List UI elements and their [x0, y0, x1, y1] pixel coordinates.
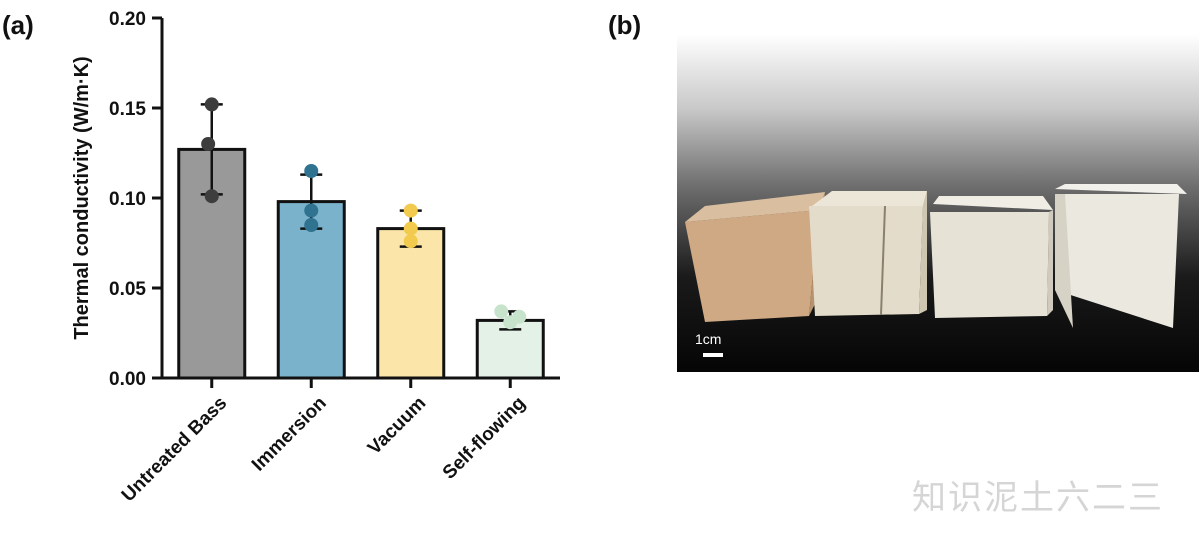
error-bars: [200, 103, 522, 331]
bar-2: [376, 227, 446, 380]
wood-blocks-illustration: [685, 184, 1187, 328]
y-tick-label: 0.15: [109, 99, 146, 120]
x-tick-label: Vacuum: [364, 393, 430, 459]
watermark-text: 知识泥土六二三: [912, 478, 1164, 518]
data-point: [304, 218, 319, 232]
scale-bar: [703, 353, 723, 357]
y-tick-label: 0.05: [109, 279, 146, 300]
panel-a-label: (a): [2, 10, 34, 40]
data-point: [304, 164, 319, 178]
scale-bar-label: 1cm: [695, 331, 722, 347]
y-axis: 0.00 0.05 0.10 0.15 0.20: [109, 9, 164, 390]
wood-block-vacuum: [930, 196, 1053, 318]
data-points: [201, 97, 527, 330]
wood-block-untreated: [685, 192, 825, 322]
data-point: [403, 221, 418, 236]
y-tick-label: 0.20: [109, 9, 146, 30]
x-tick-label: Self-flowing: [439, 393, 530, 484]
y-tick-label: 0.10: [109, 189, 146, 210]
x-tick-label: Immersion: [248, 393, 331, 476]
bars: [177, 147, 545, 380]
data-point: [403, 234, 418, 249]
data-point: [304, 203, 319, 218]
data-point: [204, 189, 219, 204]
wood-samples-photo: 1cm: [677, 34, 1199, 372]
panel-b-label: (b): [608, 10, 642, 40]
wood-block-self-flowing: [1055, 184, 1187, 328]
wood-block-immersion: [809, 191, 927, 316]
data-point: [403, 203, 418, 218]
y-axis-label: Thermal conductivity (W/m·K): [71, 56, 93, 339]
data-point: [512, 309, 527, 324]
y-tick-label: 0.00: [109, 369, 146, 390]
data-point: [494, 304, 509, 319]
data-point: [204, 97, 219, 112]
data-point: [201, 137, 216, 151]
x-tick-label: Untreated Bass: [118, 393, 231, 506]
